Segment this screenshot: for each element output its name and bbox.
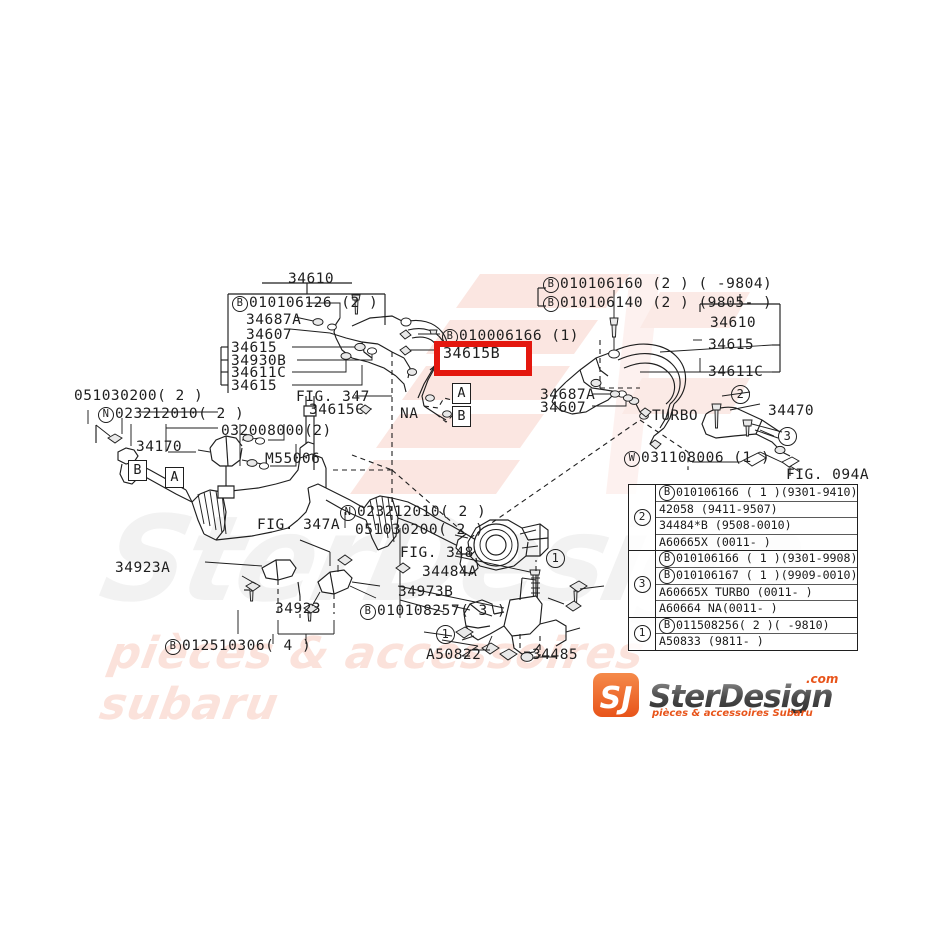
circled-b-icon: B: [232, 296, 248, 312]
circled-b-icon: B: [165, 639, 181, 655]
label-34484a: 34484A: [422, 564, 478, 580]
circled-n-icon: N: [98, 407, 114, 423]
circle-number-icon: 1: [546, 549, 565, 568]
circle-number-icon: 1: [436, 625, 455, 644]
callout-1-bottom: 1: [436, 625, 456, 644]
circled-b-icon: B: [360, 604, 376, 620]
logo-name: SterDesign: [649, 679, 833, 715]
sterdesign-logo: SJ SterDesign .com pièces & accessoires …: [592, 670, 854, 720]
legend-row: A50833 (9811- ): [659, 634, 764, 649]
label-34615c: 34615C: [309, 402, 365, 418]
circle-number-icon: 3: [778, 427, 797, 446]
logo-badge: SJ: [600, 681, 633, 716]
legend-row: A60665X (0011- ): [659, 534, 771, 549]
logo-tld: .com: [806, 672, 838, 686]
label-fig-347: FIG. 347: [296, 389, 370, 405]
label-051030200-left: 051030200( 2 ): [74, 388, 204, 404]
ref-box-b-rack: B: [128, 460, 147, 481]
legend-row: 34484*B (9508-0010): [656, 518, 858, 535]
label-34607-left: 34607: [246, 327, 293, 343]
circled-b-icon: B: [543, 277, 559, 293]
label-34615-a: 34615: [231, 340, 278, 356]
highlight-box-34615b: [434, 341, 532, 376]
callout-1-right: 1: [546, 549, 566, 568]
callout-2: 2: [731, 385, 751, 404]
callout-3: 3: [778, 427, 798, 446]
label-051030200-mid: 051030200( 2 ): [355, 522, 485, 538]
legend-row: A60664 NA(0011- ): [659, 601, 778, 616]
label-na: NA: [400, 406, 419, 422]
label-fig-094a: FIG. 094A: [786, 467, 870, 483]
circled-b-icon: B: [659, 567, 675, 584]
ref-box-b: B: [452, 406, 471, 427]
label-a50822: A50822: [426, 647, 482, 663]
label-34973b: 34973B: [398, 584, 454, 600]
circled-b-icon: B: [659, 551, 675, 568]
label-turbo: TURBO: [652, 408, 699, 424]
legend-row: A60665X TURBO (0011- ): [656, 585, 858, 602]
label-m55006: M55006: [265, 451, 321, 467]
label-34923a: 34923A: [115, 560, 171, 576]
label-fig-347a: FIG. 347A: [257, 517, 341, 533]
legend-group-number: 1: [629, 617, 656, 650]
circled-b-icon: B: [659, 485, 675, 501]
circled-w-icon: W: [624, 451, 640, 467]
ref-box-a-rack: A: [165, 467, 184, 488]
label-34611c-left: 34611C: [231, 365, 287, 381]
logo-tagline: pièces & accessoires Subaru: [651, 707, 813, 719]
label-34923: 34923: [275, 601, 322, 617]
legend-row: 42058 (9411-9507): [656, 502, 858, 519]
label-34610-left: 34610: [288, 271, 335, 287]
label-34687a-left: 34687A: [246, 312, 302, 328]
label-fig-348: FIG. 348: [400, 545, 474, 561]
label-34687a-right: 34687A: [540, 387, 596, 403]
label-34485: 34485: [532, 647, 579, 663]
circled-b-icon: B: [659, 617, 675, 634]
label-34615-right: 34615: [708, 337, 755, 353]
label-34470: 34470: [768, 403, 815, 419]
label-34930b: 34930B: [231, 353, 287, 369]
label-34170: 34170: [136, 439, 183, 455]
label-032008000: 032008000(2): [221, 423, 332, 439]
circled-b-icon: B: [543, 296, 559, 312]
label-34607-right: 34607: [540, 400, 587, 416]
label-34610-right: 34610: [710, 315, 757, 331]
label-34615-b: 34615: [231, 378, 278, 394]
ref-box-a: A: [452, 383, 471, 404]
circle-number-icon: 2: [731, 385, 750, 404]
label-34611c-right: 34611C: [708, 364, 764, 380]
circled-n-icon: N: [340, 505, 356, 521]
legend-group-number: 2: [629, 485, 656, 551]
legend-group-number: 3: [629, 551, 656, 617]
label-34615b: 34615B: [443, 344, 501, 362]
